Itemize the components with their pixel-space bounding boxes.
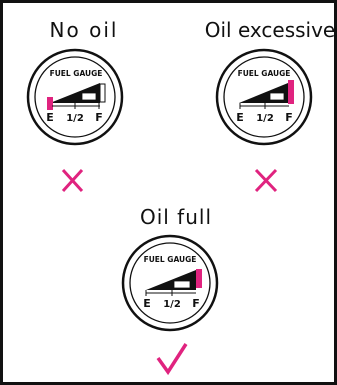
gauge-label-f: F [285,111,293,124]
check-icon [156,343,188,376]
gauge-title: FUEL GAUGE [144,255,197,264]
gauge-full-box [99,83,106,103]
panel-no-oil: No oil FUEL GAUGE E 1/2 F [26,18,124,193]
gauge-label-half: 1/2 [256,113,274,124]
fuel-gauge-oil-excessive: FUEL GAUGE E 1/2 F [215,48,313,146]
gauge-label-f: F [95,111,103,124]
gauge-title: FUEL GAUGE [238,69,291,78]
gauge-label-e: E [46,111,54,124]
gauge-label-f: F [192,297,200,310]
gauge-outer-ring [26,48,124,146]
fuel-gauge-oil-full: FUEL GAUGE E 1/2 F [121,234,219,332]
caption-oil-excessive: Oil excessive [205,18,336,42]
caption-no-oil: No oil [50,18,119,42]
gauge-inner-ring [223,56,305,138]
gauge-outer-ring [215,48,313,146]
gauge-outer-ring [121,234,219,332]
gauge-window [81,92,97,101]
gauge-window [173,280,191,289]
panel-oil-full: Oil full FUEL GAUGE E 1/2 F [121,205,219,376]
cross-icon [254,168,278,193]
gauge-label-e: E [143,297,151,310]
caption-oil-full: Oil full [140,205,212,229]
gauge-indicator-f [288,80,294,104]
gauge-label-half: 1/2 [66,113,84,124]
gauge-inner-ring [34,56,116,138]
gauge-title: FUEL GAUGE [50,69,103,78]
gauge-window [269,92,285,101]
panel-oil-excessive: Oil excessive FUEL GAUGE E 1/2 F [205,18,336,193]
gauge-label-e: E [236,111,244,124]
gauge-indicator-f [196,269,202,288]
gauge-indicator-e [47,97,53,110]
fuel-gauge-no-oil: FUEL GAUGE E 1/2 F [26,48,124,146]
gauge-inner-ring [129,242,211,324]
gauge-label-half: 1/2 [163,299,181,310]
cross-icon [61,168,84,193]
